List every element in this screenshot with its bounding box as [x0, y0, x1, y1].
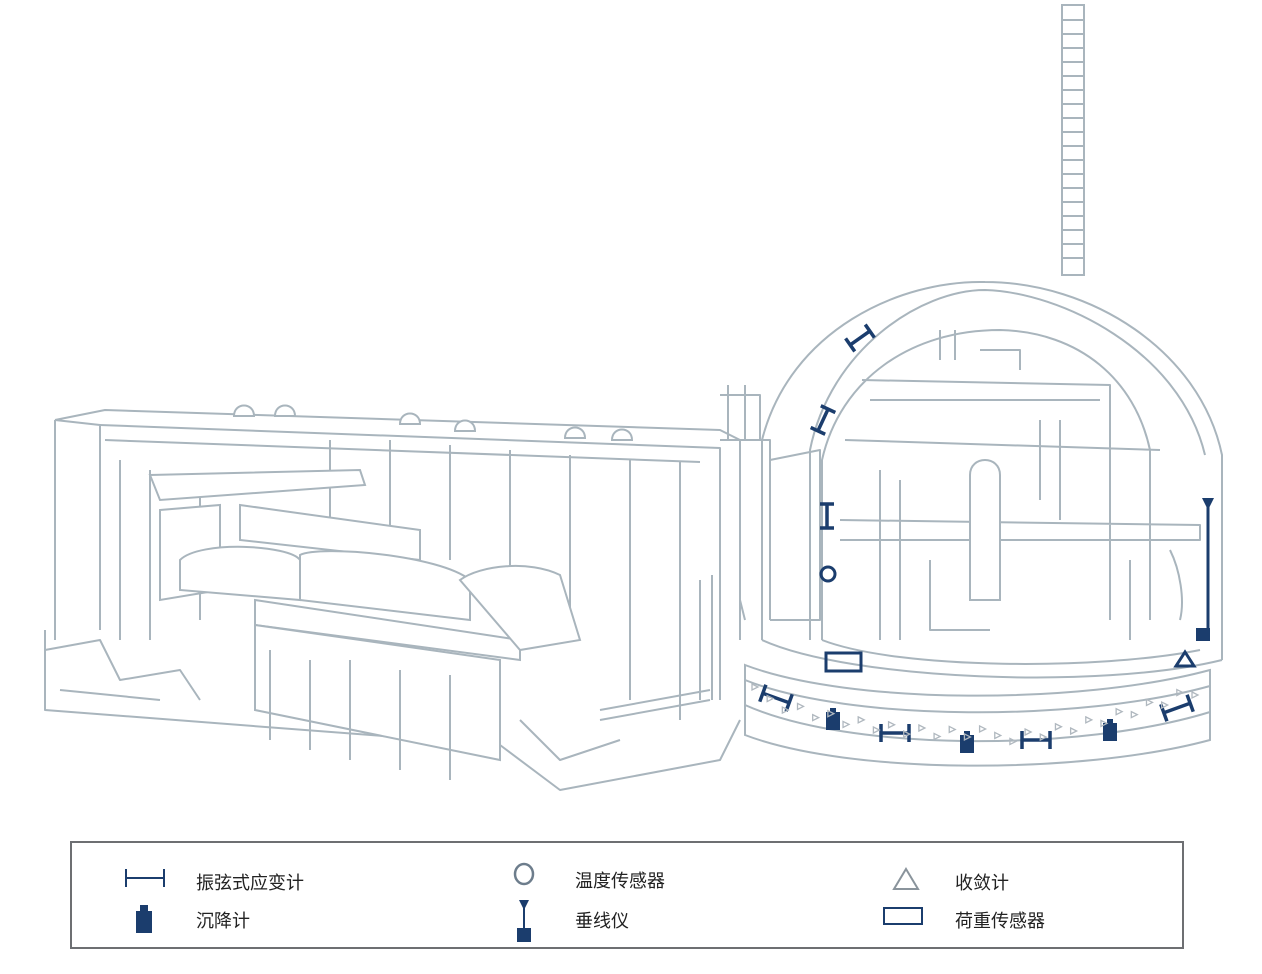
legend-label-settlement-gauge: 沉降计 — [196, 911, 250, 932]
strain-gauge-icon — [844, 323, 876, 353]
turbine-building — [44, 404, 746, 791]
reactor-building — [744, 280, 1223, 767]
legend-label-load-sensor: 荷重传感器 — [955, 911, 1045, 932]
strain-gauge-icon — [820, 502, 834, 530]
legend-label-temperature-sensor: 温度传感器 — [575, 871, 665, 892]
strain-gauge-icon — [1020, 731, 1052, 749]
plumb-line-icon — [517, 900, 531, 942]
chimney — [1061, 4, 1085, 276]
sensor-markers — [751, 323, 1214, 753]
legend-label-convergence-gauge: 收敛计 — [955, 873, 1009, 894]
convergence-gauge-icon — [892, 867, 920, 890]
convergence-gauge-icon — [1173, 649, 1197, 668]
plumb-line-icon — [1196, 498, 1214, 641]
settlement-gauge-icon — [136, 905, 152, 933]
load-sensor-icon — [824, 651, 863, 673]
nuclear-plant-diagram — [44, 4, 1223, 791]
strain-gauge-icon — [125, 869, 165, 887]
legend: 振弦式应变计 沉降计 温度传感器 垂线仪 收敛计 荷重传感器 — [70, 841, 1184, 949]
settlement-gauge-icon — [1103, 719, 1117, 741]
connector-building — [720, 385, 821, 640]
strain-gauge-icon — [758, 684, 794, 712]
load-sensor-icon — [883, 907, 923, 925]
temperature-sensor-icon — [513, 862, 535, 886]
legend-label-plumb-line: 垂线仪 — [575, 911, 629, 932]
temperature-sensor-icon — [819, 565, 837, 583]
legend-label-strain-gauge: 振弦式应变计 — [196, 873, 304, 894]
settlement-gauge-icon — [826, 708, 840, 730]
strain-gauge-icon — [809, 404, 837, 436]
